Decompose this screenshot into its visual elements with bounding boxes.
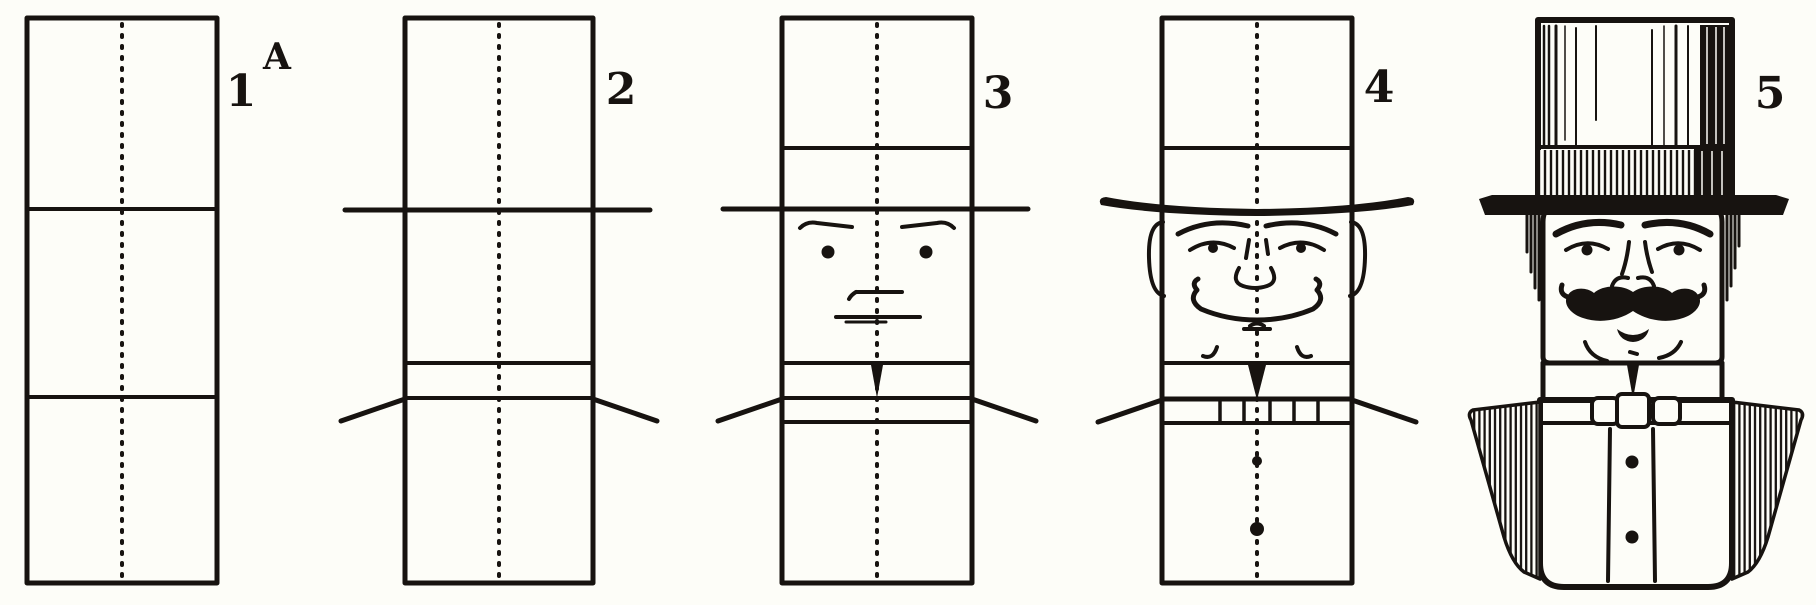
stage-5-left-shoulder-shading <box>1467 400 1542 581</box>
stage-4-chin-marks <box>1201 345 1313 359</box>
stage-2-label: 2 <box>606 64 637 115</box>
stage-4-right-eyebrow <box>1263 220 1339 237</box>
stage-5-necktie <box>1627 365 1639 399</box>
stage-4-left-ear <box>1146 220 1166 298</box>
stage-5-nostrils <box>1610 275 1656 288</box>
stage-5-bow-tie-knot <box>1615 392 1651 429</box>
stage-5-left-eyelid <box>1564 241 1610 252</box>
stage-4-left-shoulder-diagonal <box>1095 397 1165 425</box>
stage-4-right-eyelid <box>1278 240 1326 252</box>
stage-3-left-eyebrow <box>798 220 854 230</box>
stage-4-nose-bridge <box>1244 238 1270 260</box>
figure-annotation-a: A <box>262 36 292 78</box>
stage-5-shirt-placket-lines <box>1606 427 1657 583</box>
stage-5-group: 5 <box>1467 17 1805 590</box>
stage-3-left-eye <box>821 245 835 259</box>
stage-3-necktie <box>871 365 883 398</box>
stage-5-chin-dot <box>1628 350 1639 356</box>
stage-5-lower-button <box>1625 530 1639 544</box>
stage-5-neck-sides <box>1540 360 1725 403</box>
stage-4-left-eyelid <box>1188 240 1236 252</box>
stage-5-upper-button <box>1625 455 1639 469</box>
stage-1-rectangle <box>24 15 220 586</box>
stage-5-right-eyebrow <box>1641 218 1714 238</box>
stage-2-group: 2 <box>338 15 660 586</box>
stage-5-chin-curves <box>1583 340 1683 363</box>
stage-4-upper-button <box>1252 456 1262 466</box>
stage-5-left-eyebrow <box>1552 218 1625 238</box>
stage-5-mustache-curled-tips <box>1558 282 1708 300</box>
stage-5-right-pupil <box>1673 244 1685 256</box>
stage-4-smile <box>1190 276 1324 323</box>
stage-4-right-shoulder-diagonal <box>1349 397 1419 425</box>
stage-4-lower-lip-mark <box>1242 321 1272 331</box>
stage-3-right-eyebrow <box>900 220 956 230</box>
stage-4-lower-button <box>1250 522 1264 536</box>
stage-3-left-shoulder-diagonal <box>715 396 785 424</box>
stage-3-label: 3 <box>983 68 1014 119</box>
stage-5-mustache <box>1565 286 1701 321</box>
stage-4-left-pupil <box>1208 243 1218 253</box>
stage-3-group: 3 <box>715 15 1039 586</box>
stage-2-left-shoulder-diagonal <box>338 396 408 424</box>
stage-5-nose-bridge <box>1620 240 1654 276</box>
stage-5-mouth <box>1617 329 1649 342</box>
stage-4-rectangle <box>1159 15 1355 586</box>
stage-5-label: 5 <box>1755 68 1786 119</box>
stage-5-right-eyelid <box>1656 241 1702 252</box>
stage-4-label: 4 <box>1364 62 1395 113</box>
stage-3-rectangle <box>779 15 975 586</box>
stage-4-group: 4 <box>1095 15 1419 586</box>
stage-5-hat-crown-stripes <box>1542 24 1730 147</box>
stage-5-hat-brim <box>1479 195 1789 215</box>
stage-4-nose-tip <box>1233 266 1277 290</box>
stage-4-hat-brim <box>1099 197 1415 216</box>
stage-5-hair-shading <box>1525 210 1741 302</box>
stage-3-nose-line <box>847 290 904 301</box>
stage-3-right-shoulder-diagonal <box>969 396 1039 424</box>
stage-2-rectangle <box>402 15 596 586</box>
stage-5-bow-tie-left-loop <box>1590 396 1621 426</box>
stage-4-necktie <box>1248 365 1266 400</box>
stage-2-right-shoulder-diagonal <box>590 396 660 424</box>
stage-3-right-eye <box>919 245 933 259</box>
stage-1-group: 1 A <box>24 15 292 586</box>
stage-4-right-ear <box>1348 220 1368 298</box>
stage-4-left-eyebrow <box>1175 220 1251 237</box>
stage-1-label: 1 <box>226 66 257 117</box>
stage-5-right-shoulder-shading <box>1730 400 1805 581</box>
stage-5-bow-tie-right-loop <box>1651 396 1682 426</box>
stage-4-bow-tie-outline <box>1218 399 1320 423</box>
stage-4-right-pupil <box>1296 243 1306 253</box>
stage-5-left-pupil <box>1581 244 1593 256</box>
